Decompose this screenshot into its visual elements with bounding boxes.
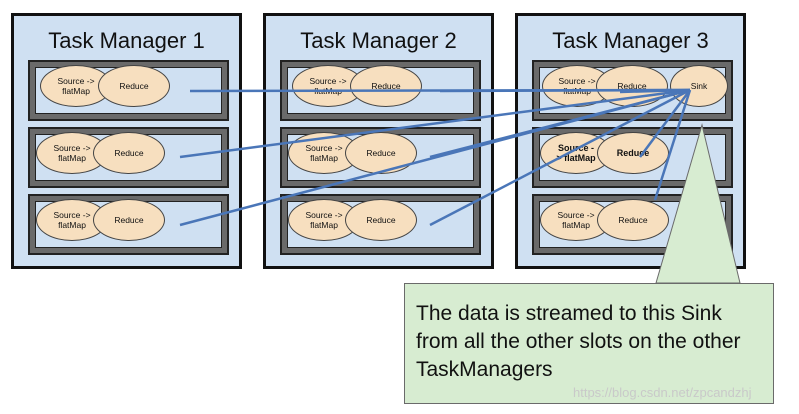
data-flow-arrows [179,88,692,227]
source-flatmap-node: Source -> flatMap [40,65,112,107]
task-slot: Source -> flatMap Reduce [28,127,229,188]
flow-arrow [638,89,692,158]
flow-arrow [619,88,691,94]
callout-note: The data is streamed to this Sink from a… [404,283,774,404]
task-slot: Source -> flatMap Reduce [28,60,229,121]
reduce-node: Reduce [597,199,669,241]
reduce-node: Reduce [597,132,669,174]
reduce-node: Reduce [93,199,165,241]
reduce-node: Reduce [345,132,417,174]
flow-arrow [179,88,691,159]
callout-pointer [655,123,741,284]
watermark: https://blog.csdn.net/zpcandzhj [573,385,752,400]
task-slot: Source -> flatMap Reduce [280,194,481,255]
reduce-node: Reduce [350,65,422,107]
flow-arrow [429,88,691,159]
source-flatmap-node: Source -> flatMap [36,199,108,241]
task-slot: Source -> flatMap Reduce [28,194,229,255]
reduce-node: Reduce [345,199,417,241]
flow-arrow [653,89,692,201]
task-manager-title: Task Manager 1 [48,28,205,53]
reduce-node: Reduce [98,65,170,107]
task-manager-1: Task Manager 1 Source -> flatMap Reduce … [11,13,242,269]
task-manager-title: Task Manager 3 [552,28,709,53]
flow-arrow [429,88,691,227]
task-manager-title: Task Manager 2 [300,28,457,53]
sink-node: Sink [670,65,728,107]
reduce-node: Reduce [93,132,165,174]
